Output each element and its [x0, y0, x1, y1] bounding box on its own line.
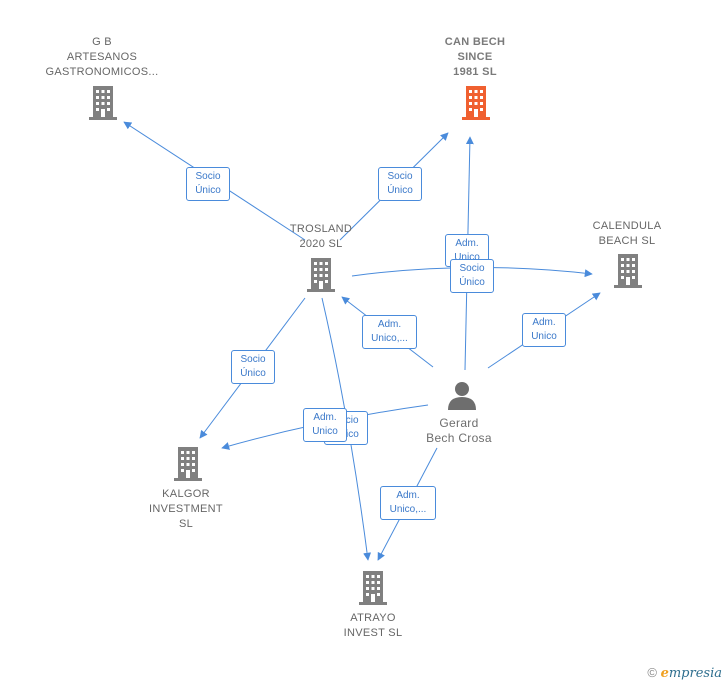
footer-credit: © empresia: [647, 665, 722, 681]
edge-label-gerard-calendula-socio[interactable]: Socio Único: [450, 259, 494, 293]
node-label-kalgor[interactable]: KALGOR INVESTMENT SL: [149, 488, 223, 530]
node-label-trosland[interactable]: TROSLAND 2020 SL: [289, 223, 353, 250]
kalgor-building-icon[interactable]: [172, 447, 204, 481]
edge-label-gerard-calendula-adm[interactable]: Adm. Unico: [522, 313, 566, 347]
edge-label-trosland-canbech[interactable]: Socio Único: [378, 167, 422, 201]
node-label-canbech[interactable]: CAN BECH SINCE 1981 SL: [444, 36, 506, 78]
trosland-building-icon[interactable]: [305, 258, 337, 292]
copyright-icon: ©: [647, 665, 657, 680]
node-label-gerard[interactable]: Gerard Bech Crosa: [426, 416, 492, 445]
brand-logo[interactable]: empresia: [660, 666, 722, 681]
edge-label-gerard-kalgor[interactable]: Adm. Unico: [303, 408, 347, 442]
atrayo-building-icon[interactable]: [357, 571, 389, 605]
canbech-building-icon[interactable]: [460, 86, 492, 120]
node-label-gb[interactable]: G B ARTESANOS GASTRONOMICOS...: [45, 36, 159, 78]
node-label-atrayo[interactable]: ATRAYO INVEST SL: [343, 612, 403, 639]
gb-building-icon[interactable]: [87, 86, 119, 120]
edge-label-gerard-trosland[interactable]: Adm. Unico,...: [362, 315, 417, 349]
calendula-building-icon[interactable]: [612, 254, 644, 288]
edge-label-gerard-atrayo[interactable]: Adm. Unico,...: [380, 486, 436, 520]
edge-label-trosland-gb[interactable]: Socio Único: [186, 167, 230, 201]
person-icon[interactable]: [446, 380, 478, 412]
node-label-calendula[interactable]: CALENDULA BEACH SL: [592, 220, 662, 247]
edge-label-trosland-kalgor[interactable]: Socio Único: [231, 350, 275, 384]
